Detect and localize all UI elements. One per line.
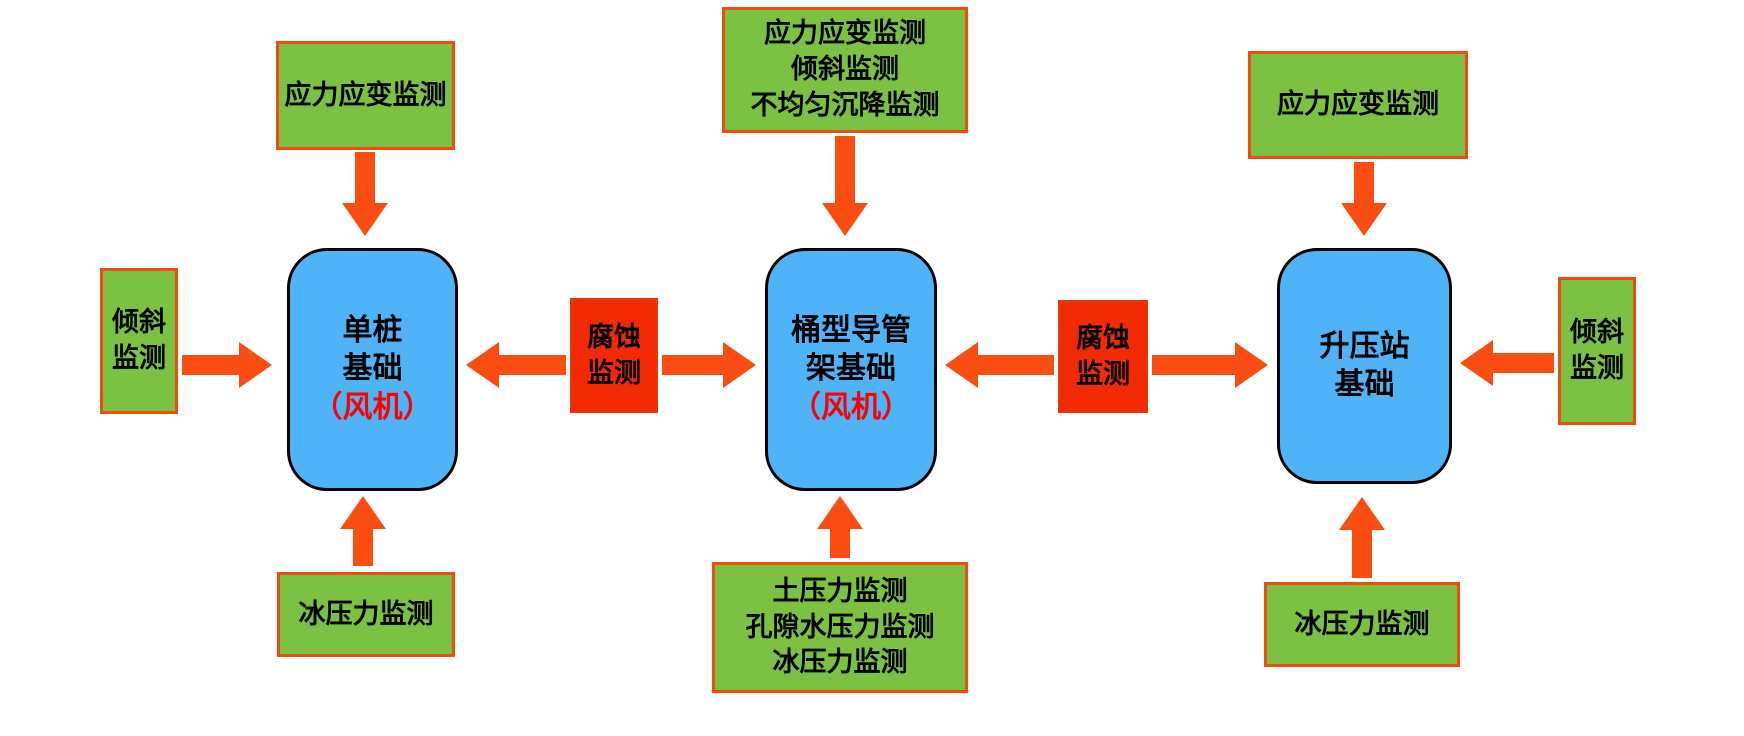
arrow-left-corrosion2-to-bucket bbox=[945, 342, 1054, 388]
label-bucket-1: 桶型导管 bbox=[791, 313, 911, 349]
arrow-up-ice-to-monopile bbox=[340, 496, 386, 566]
arrow-up-ice-to-booster bbox=[1339, 497, 1385, 578]
monitor-stress-strain-right: 应力应变监测 bbox=[1248, 51, 1468, 159]
arrow-down-stress-to-bucket bbox=[822, 136, 868, 236]
label-tilt-1: 倾斜 bbox=[1570, 317, 1624, 349]
label-monopile-2: 基础 bbox=[342, 351, 403, 387]
monitor-ice-pressure-left: 冰压力监测 bbox=[277, 572, 455, 657]
arrow-up-soil-to-bucket bbox=[817, 496, 863, 558]
label-monopile-turbine: （风机） bbox=[312, 389, 433, 425]
monitor-corrosion-right: 腐蚀 监测 bbox=[1058, 300, 1148, 413]
label-tilt-1: 倾斜 bbox=[112, 307, 166, 339]
label-stress-strain: 应力应变监测 bbox=[764, 18, 926, 50]
arrow-left-corrosion1-to-monopile bbox=[466, 342, 566, 388]
label-ice-pressure: 冰压力监测 bbox=[772, 647, 908, 679]
arrow-down-stress-to-monopile bbox=[342, 152, 388, 236]
monitor-ice-pressure-right: 冰压力监测 bbox=[1264, 582, 1460, 667]
label-corrosion-2: 监测 bbox=[587, 357, 641, 389]
arrow-right-tilt-to-monopile bbox=[182, 342, 272, 388]
label-uneven-settlement: 不均匀沉降监测 bbox=[750, 89, 940, 121]
monitor-tilt-right: 倾斜 监测 bbox=[1558, 277, 1636, 425]
label-booster-1: 升压站 bbox=[1319, 328, 1410, 364]
label-stress-strain: 应力应变监测 bbox=[1277, 89, 1439, 121]
label-corrosion-1: 腐蚀 bbox=[1076, 322, 1130, 354]
label-pore-water-pressure: 孔隙水压力监测 bbox=[745, 611, 935, 643]
foundation-booster-station: 升压站 基础 bbox=[1277, 248, 1452, 484]
foundation-bucket-jacket: 桶型导管 架基础 （风机） bbox=[765, 248, 937, 491]
monitor-stress-strain-left: 应力应变监测 bbox=[276, 41, 455, 150]
arrow-right-corrosion2-to-booster bbox=[1152, 342, 1268, 388]
arrow-left-tilt-to-booster bbox=[1460, 340, 1554, 386]
label-ice-pressure: 冰压力监测 bbox=[298, 598, 434, 630]
label-bucket-2: 架基础 bbox=[806, 351, 896, 387]
arrow-right-corrosion1-to-bucket bbox=[662, 342, 756, 388]
label-bucket-turbine: （风机） bbox=[791, 389, 911, 425]
label-soil-pressure: 土压力监测 bbox=[772, 575, 908, 607]
foundation-monopile: 单桩 基础 （风机） bbox=[287, 248, 458, 491]
label-tilt-2: 监测 bbox=[112, 343, 166, 374]
monitor-soil-pore-ice-pressure: 土压力监测 孔隙水压力监测 冰压力监测 bbox=[712, 562, 968, 693]
label-booster-2: 基础 bbox=[1334, 367, 1395, 402]
label-stress-strain: 应力应变监测 bbox=[284, 79, 447, 111]
label-monopile-1: 单桩 bbox=[342, 313, 403, 349]
monitor-corrosion-left: 腐蚀 监测 bbox=[570, 298, 658, 413]
monitor-tilt-left: 倾斜 监测 bbox=[100, 268, 178, 414]
label-corrosion-1: 腐蚀 bbox=[587, 321, 641, 353]
label-tilt-2: 监测 bbox=[1570, 353, 1624, 384]
arrow-down-stress-to-booster bbox=[1341, 162, 1387, 236]
monitor-stress-tilt-settlement: 应力应变监测 倾斜监测 不均匀沉降监测 bbox=[722, 7, 968, 133]
label-tilt: 倾斜监测 bbox=[791, 54, 899, 86]
label-ice-pressure: 冰压力监测 bbox=[1294, 608, 1430, 640]
label-corrosion-2: 监测 bbox=[1076, 358, 1130, 390]
